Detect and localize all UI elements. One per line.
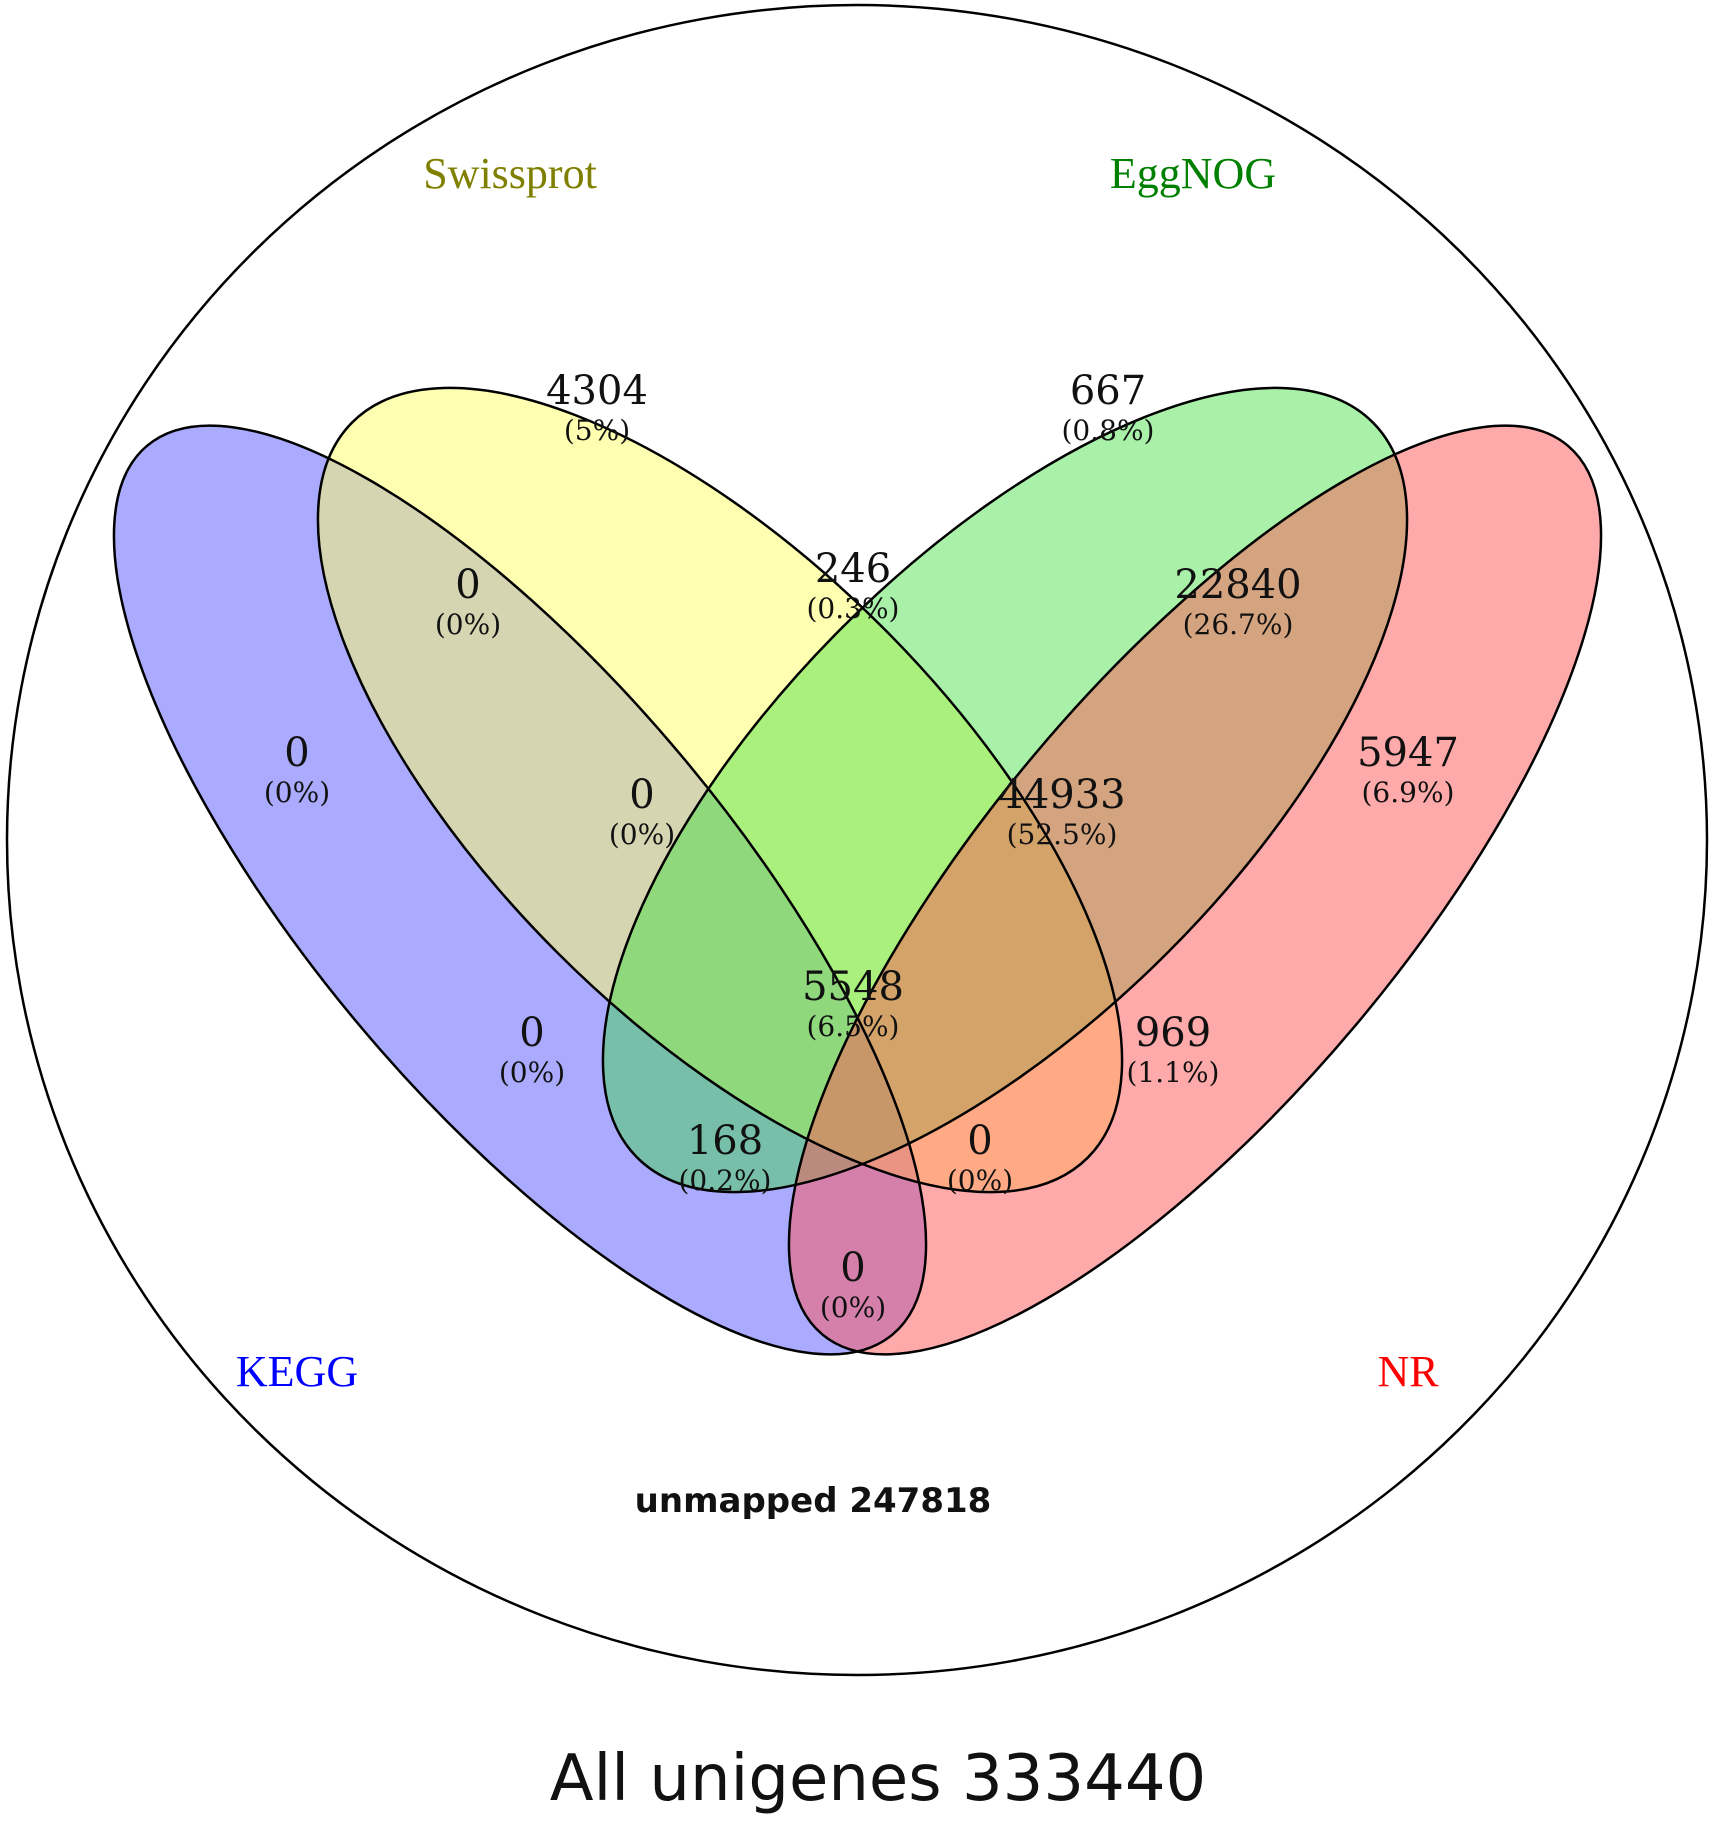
region-eggnog-nr: 22840 (26.7%) — [1174, 562, 1301, 641]
region-kegg-eggnog-nr: 0 (0%) — [947, 1118, 1013, 1197]
region-count: 246 — [815, 546, 891, 592]
universe-circle — [5, 3, 1709, 1677]
region-percent: (0%) — [820, 1291, 886, 1324]
region-percent: (1.1%) — [1127, 1056, 1220, 1089]
region-percent: (0.8%) — [1062, 414, 1155, 447]
region-count: 0 — [455, 562, 480, 608]
region-nr-only: 5947 (6.9%) — [1357, 730, 1459, 809]
region-all-four: 5548 (6.5%) — [802, 964, 904, 1043]
set-label-swissprot: Swissprot — [423, 149, 597, 198]
region-percent: (0.2%) — [679, 1164, 772, 1197]
region-percent: (5%) — [564, 414, 630, 447]
set-ellipse-outlines — [112, 386, 1603, 1356]
region-count: 667 — [1070, 368, 1146, 414]
region-percent: (6.9%) — [1362, 776, 1455, 809]
region-percent: (0%) — [609, 818, 675, 851]
region-count: 168 — [687, 1118, 763, 1164]
region-swissprot-eggnog-nr: 44933 (52.5%) — [998, 772, 1125, 851]
caption-all-unigenes: All unigenes 333440 — [550, 1742, 1207, 1816]
unmapped-count: unmapped 247818 — [635, 1481, 992, 1521]
region-kegg-swissprot-nr: 168 (0.2%) — [679, 1118, 772, 1197]
region-count: 5947 — [1357, 730, 1459, 776]
region-percent: (0.3%) — [807, 592, 900, 625]
region-kegg-eggnog: 0 (0%) — [499, 1010, 565, 1089]
region-swissprot-eggnog: 246 (0.3%) — [807, 546, 900, 625]
region-count: 0 — [840, 1245, 865, 1291]
region-count: 22840 — [1174, 562, 1301, 608]
region-count: 0 — [284, 730, 309, 776]
region-percent: (0%) — [947, 1164, 1013, 1197]
region-count: 0 — [967, 1118, 992, 1164]
region-count: 5548 — [802, 964, 904, 1010]
region-count: 969 — [1135, 1010, 1211, 1056]
region-swissprot-nr: 969 (1.1%) — [1127, 1010, 1220, 1089]
set-label-kegg: KEGG — [236, 1347, 358, 1396]
region-percent: (0%) — [264, 776, 330, 809]
region-percent: (6.5%) — [807, 1010, 900, 1043]
region-count: 0 — [519, 1010, 544, 1056]
region-count: 44933 — [998, 772, 1125, 818]
region-percent: (26.7%) — [1183, 608, 1294, 641]
region-swissprot-only: 4304 (5%) — [546, 368, 648, 447]
region-percent: (0%) — [499, 1056, 565, 1089]
region-percent: (52.5%) — [1007, 818, 1118, 851]
region-percent: (0%) — [435, 608, 501, 641]
region-kegg-swissprot: 0 (0%) — [435, 562, 501, 641]
region-kegg-swissprot-eggnog: 0 (0%) — [609, 772, 675, 851]
set-ellipses — [113, 387, 1602, 1355]
set-label-eggnog: EggNOG — [1110, 149, 1276, 198]
set-label-nr: NR — [1377, 1347, 1439, 1396]
nr-ellipse — [788, 425, 1602, 1355]
region-count: 0 — [629, 772, 654, 818]
region-kegg-only: 0 (0%) — [264, 730, 330, 809]
region-eggnog-only: 667 (0.8%) — [1062, 368, 1155, 447]
region-count: 4304 — [546, 368, 648, 414]
region-kegg-nr: 0 (0%) — [820, 1245, 886, 1324]
